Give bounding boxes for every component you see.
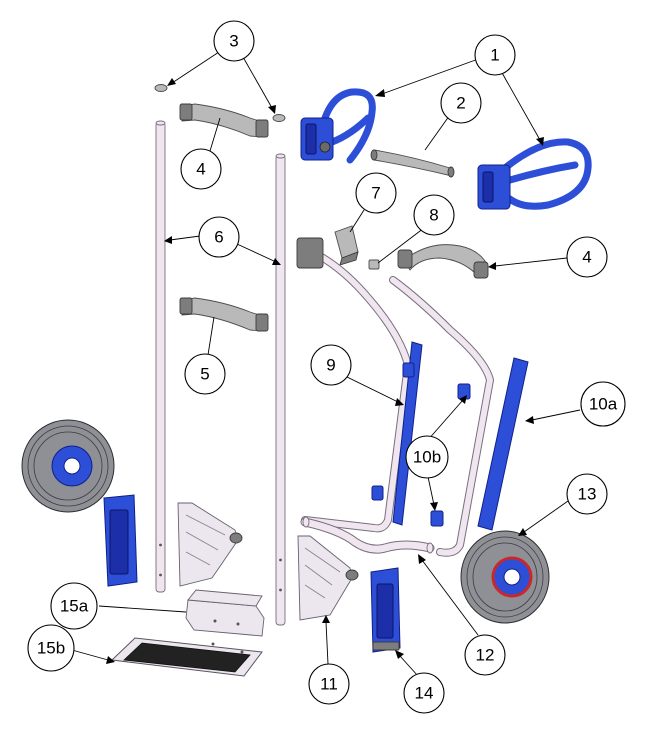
callout-12: 12 [464,634,506,676]
svg-text:3: 3 [229,32,238,51]
callout-4-upper: 4 [180,148,222,190]
part-11-axle-bracket [297,535,359,621]
left-wheel [21,419,115,513]
left-axle-bracket [177,502,243,587]
svg-text:6: 6 [214,228,223,247]
svg-text:4: 4 [582,248,591,267]
part-1-handle-right [477,138,592,210]
svg-text:15b: 15b [37,639,65,658]
svg-text:15a: 15a [60,597,89,616]
callout-14: 14 [403,672,445,714]
callout-7: 7 [355,172,397,214]
callout-1: 1 [474,34,516,76]
part-15b-toe-plate [110,637,263,677]
svg-text:7: 7 [371,184,380,203]
part-7-clamp [334,225,359,266]
part-15a-bracket [185,589,265,637]
svg-text:12: 12 [476,646,495,665]
part-6-vertical-tubes [155,120,286,626]
callout-10b: 10b [405,435,449,479]
callout-9: 9 [310,344,352,386]
callout-15b: 15b [27,624,75,672]
callouts: 1 2 3 4 4 5 6 7 [27,20,626,714]
leader-lines [71,49,581,677]
callout-10a: 10a [580,381,626,427]
svg-text:11: 11 [320,675,338,694]
callout-6: 6 [198,216,240,258]
part-2-grip [370,149,455,178]
callout-5: 5 [184,353,226,395]
svg-text:1: 1 [490,46,499,65]
part-9-frame-tube [296,237,423,533]
callout-15a: 15a [50,582,98,630]
part-14-guard [370,567,401,653]
part-1-handle-left [300,88,376,164]
svg-text:2: 2 [456,94,465,113]
part-5-bracket [179,297,269,332]
part-4-upper-bracket [179,103,269,138]
part-3-end-caps [154,84,286,122]
part-8-plug [368,259,380,270]
left-hub-cover [103,494,138,587]
svg-text:5: 5 [200,365,209,384]
callout-4-lower: 4 [566,236,608,278]
svg-text:9: 9 [326,356,335,375]
svg-text:10a: 10a [589,395,618,414]
part-10a-frame-tube [389,276,529,557]
callout-2: 2 [440,82,482,124]
callout-13: 13 [566,473,608,515]
svg-text:8: 8 [429,206,438,225]
callout-8: 8 [413,194,455,236]
part-4-lower-bracket [397,244,489,279]
svg-text:10b: 10b [413,448,441,467]
part-12-axle [300,516,435,554]
svg-text:13: 13 [578,485,597,504]
svg-text:14: 14 [415,684,434,703]
part-13-wheel [460,530,550,624]
callout-11: 11 [308,663,350,705]
callout-3: 3 [213,20,255,62]
svg-text:4: 4 [196,160,205,179]
